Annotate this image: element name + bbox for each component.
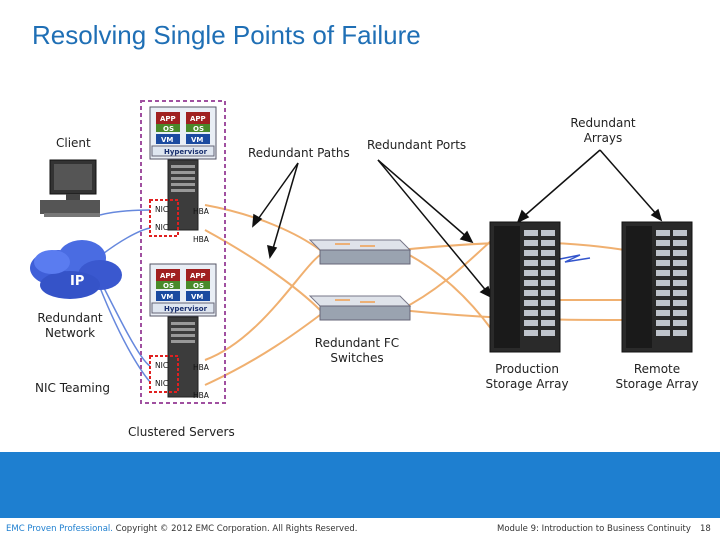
server-top-vm-tag-2: VM bbox=[191, 136, 203, 144]
remote-storage-array-label: Remote Storage Array bbox=[612, 362, 702, 392]
redundant-network-line-2: Network bbox=[44, 326, 96, 340]
server-bottom-os-tag-1: OS bbox=[163, 282, 174, 290]
server-bottom-hypervisor-tag: Hypervisor bbox=[164, 305, 208, 313]
hba-tag-3: HBA bbox=[193, 363, 210, 372]
nic-tag-4: NIC bbox=[155, 379, 168, 388]
redundant-fc-switches-line-2: Switches bbox=[330, 351, 384, 365]
nic-tag-1: NIC bbox=[155, 205, 168, 214]
slide-title: Resolving Single Points of Failure bbox=[32, 20, 421, 50]
footer-module: Module 9: Introduction to Business Conti… bbox=[497, 524, 691, 534]
redundant-network-line-1: Redundant bbox=[37, 311, 103, 325]
footer-brand: EMC Proven Professional. bbox=[6, 524, 113, 534]
footer-copyright: EMC Proven Professional. Copyright © 201… bbox=[6, 524, 357, 534]
footer-bar bbox=[0, 520, 720, 540]
client-computer-icon bbox=[40, 159, 100, 217]
cloud-ip-tag: IP bbox=[70, 274, 84, 289]
fc-links bbox=[204, 204, 626, 386]
remote-storage-array-icon bbox=[621, 221, 693, 353]
server-top-os-tag-2: OS bbox=[193, 125, 204, 133]
server-top-hypervisor-tag: Hypervisor bbox=[164, 148, 208, 156]
redundant-arrays-line-1: Redundant bbox=[570, 116, 636, 130]
fc-switch-top bbox=[308, 239, 412, 265]
hba-tag-2: HBA bbox=[193, 235, 210, 244]
server-bottom-app-tag-2: APP bbox=[190, 272, 206, 280]
server-top-app-tag-1: APP bbox=[160, 115, 176, 123]
nic-tag-3: NIC bbox=[155, 361, 168, 370]
redundant-fc-switches-label: Redundant FC Switches bbox=[312, 336, 402, 366]
remote-storage-line-2: Storage Array bbox=[615, 377, 699, 391]
server-top-vm-tag-1: VM bbox=[161, 136, 173, 144]
remote-storage-line-1: Remote bbox=[633, 362, 681, 376]
server-bottom-os-tag-2: OS bbox=[193, 282, 204, 290]
client-label: Client bbox=[56, 136, 91, 150]
nic-teaming-label: NIC Teaming bbox=[35, 381, 110, 395]
clustered-servers-label: Clustered Servers bbox=[128, 425, 235, 439]
nic-team-box-top bbox=[149, 199, 179, 237]
footer-band bbox=[0, 452, 720, 518]
page-number: 18 bbox=[700, 524, 711, 534]
footer-copyright-text: Copyright © 2012 EMC Corporation. All Ri… bbox=[115, 524, 358, 534]
server-top-app-tag-2: APP bbox=[190, 115, 206, 123]
production-storage-line-1: Production bbox=[495, 362, 559, 376]
production-storage-array-icon bbox=[489, 221, 561, 353]
hba-tag-1: HBA bbox=[193, 207, 210, 216]
production-storage-line-2: Storage Array bbox=[485, 377, 569, 391]
server-bottom-vm-tag-2: VM bbox=[191, 293, 203, 301]
redundant-ports-label: Redundant Ports bbox=[367, 138, 467, 152]
server-top-os-tag-1: OS bbox=[163, 125, 174, 133]
server-bottom-app-tag-1: APP bbox=[160, 272, 176, 280]
callout-arrows bbox=[252, 149, 663, 299]
server-bottom-vm-tag-1: VM bbox=[161, 293, 173, 301]
production-storage-array-label: Production Storage Array bbox=[482, 362, 572, 392]
fc-switch-bottom bbox=[308, 295, 412, 321]
nic-team-box-bottom bbox=[149, 355, 179, 393]
redundancy-diagram: APP APP OS OS VM VM Hypervisor APP APP O… bbox=[30, 100, 693, 404]
network-cloud-icon bbox=[30, 240, 122, 299]
redundant-arrays-label: Redundant Arrays bbox=[568, 116, 638, 146]
redundant-arrays-line-2: Arrays bbox=[583, 131, 623, 145]
nic-tag-2: NIC bbox=[155, 223, 168, 232]
redundant-network-label: Redundant Network bbox=[30, 311, 110, 341]
server-top bbox=[149, 106, 217, 237]
redundant-paths-label: Redundant Paths bbox=[248, 146, 350, 160]
cluster-boundary bbox=[140, 100, 226, 404]
server-bottom bbox=[149, 263, 217, 398]
hba-tag-4: HBA bbox=[193, 391, 210, 400]
redundant-fc-switches-line-1: Redundant FC bbox=[314, 336, 400, 350]
